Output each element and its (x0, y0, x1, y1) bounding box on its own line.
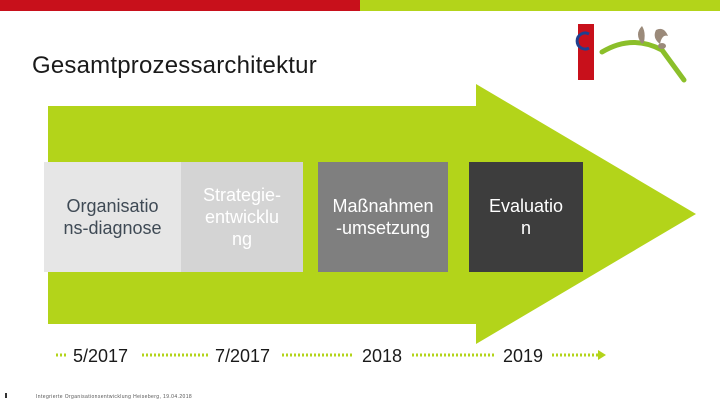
top-accent-bar-red (0, 0, 360, 11)
slide-title: Gesamtprozessarchitektur (32, 52, 317, 79)
timeline-label: 7/2017 (215, 346, 271, 366)
timeline-label: 5/2017 (73, 346, 129, 366)
timeline-label: 2018 (362, 346, 403, 366)
phase-box-strategieentwicklung: Strategie- entwicklu ng (181, 162, 303, 272)
timeline-arrowhead-icon (598, 350, 606, 360)
timeline-label: 2019 (503, 346, 544, 366)
phase-box-massnahmenumsetzung: Maßnahmen -umsetzung (318, 162, 448, 272)
phase-label: Organisatio ns-diagnose (63, 196, 162, 238)
top-accent-bar-green (360, 0, 720, 11)
phase-label: Evaluatio n (488, 196, 564, 238)
phase-box-organisationsdiagnose: Organisatio ns-diagnose (44, 162, 181, 272)
phase-label: Strategie- entwicklu ng (202, 185, 282, 249)
phase-label: Maßnahmen -umsetzung (332, 196, 434, 238)
footer-text: Integrierte Organisationsentwicklung Hei… (36, 394, 193, 400)
phase-box-evaluation: Evaluatio n (469, 162, 583, 272)
slide-marker (5, 393, 7, 398)
organization-logo-icon (575, 24, 687, 83)
